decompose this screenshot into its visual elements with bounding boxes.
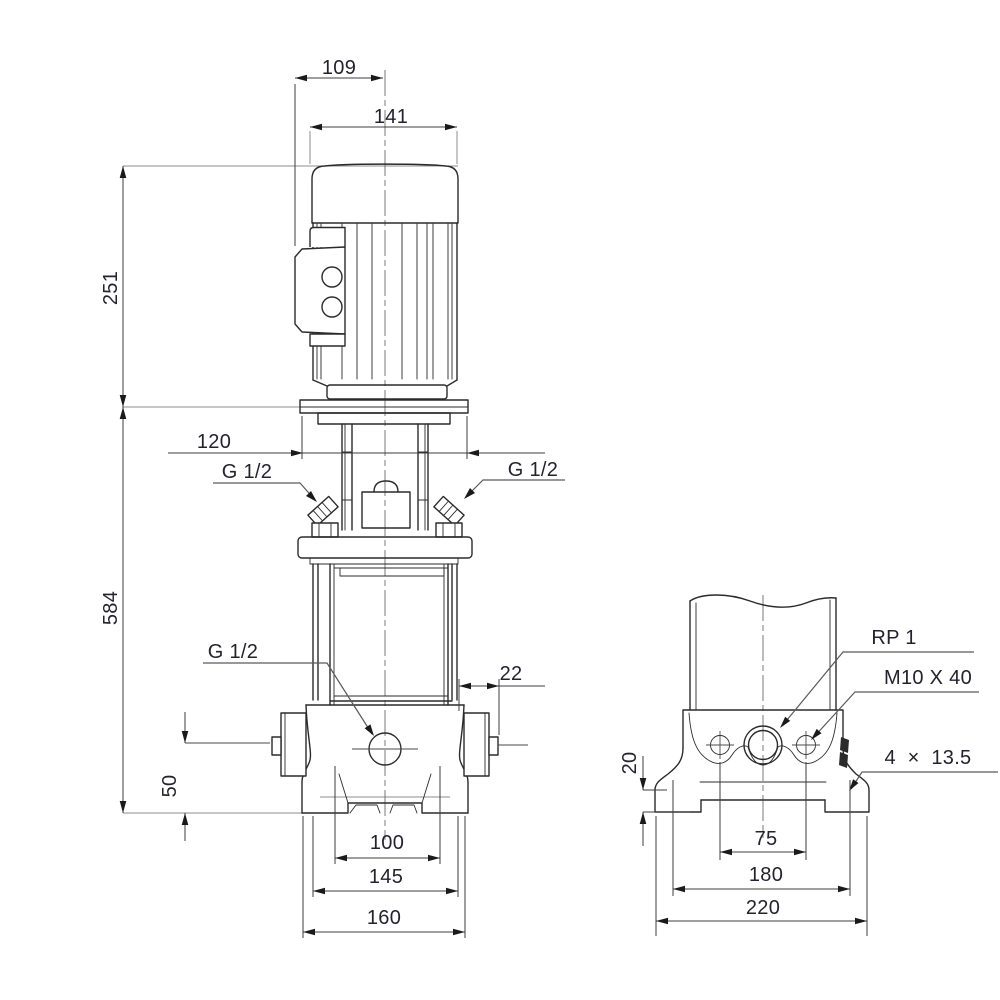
side-dimensions: RP 1 M10 X 40 4 × 13.5 20 75 xyxy=(619,627,998,936)
rp1-label: RP 1 xyxy=(871,627,916,649)
rib-tab xyxy=(839,737,849,768)
label-4x13-5: 4 × 13.5 xyxy=(849,747,998,791)
dim-180-label: 180 xyxy=(749,864,783,886)
dim-75: 75 xyxy=(719,762,807,860)
dim-141-label: 141 xyxy=(374,106,408,128)
dim-141: 141 xyxy=(310,106,457,131)
dim-50-label: 50 xyxy=(159,775,181,798)
side-base xyxy=(654,709,870,813)
vent-left-label: G 1/2 xyxy=(222,461,272,483)
dim-584-label: 584 xyxy=(100,591,122,625)
lantern-posts xyxy=(341,423,429,531)
dim-220: 220 xyxy=(655,816,868,936)
dim-50: 50 xyxy=(159,712,189,841)
dim-584: 584 xyxy=(100,407,127,813)
pump-base xyxy=(185,704,528,814)
dim-109: 109 xyxy=(294,57,383,246)
dim-22-label: 22 xyxy=(500,663,523,685)
break-line xyxy=(689,594,837,608)
terminal-box xyxy=(294,226,346,347)
side-column xyxy=(689,594,837,711)
dim-100-label: 100 xyxy=(370,832,404,854)
motor xyxy=(294,163,459,400)
casting-outline xyxy=(688,712,838,766)
dim-180: 180 xyxy=(672,780,851,896)
m10x40-label: M10 X 40 xyxy=(884,667,972,689)
label-drain: G 1/2 xyxy=(203,641,374,736)
label-vent-right: G 1/2 xyxy=(464,459,565,499)
dim-109-label: 109 xyxy=(322,57,356,79)
dim-20-label: 20 xyxy=(619,752,641,775)
front-dimensions: 109 141 251 584 120 xyxy=(100,57,565,938)
dim-220-label: 220 xyxy=(746,897,780,919)
dim-160-label: 160 xyxy=(367,907,401,929)
dim-145-label: 145 xyxy=(369,866,403,888)
vent-plug-left xyxy=(307,495,339,527)
cable-entry-hole xyxy=(321,266,343,288)
suction-port xyxy=(271,712,307,777)
pump-column xyxy=(312,563,458,706)
motor-stool xyxy=(297,399,473,565)
dim-120: 120 xyxy=(168,416,545,459)
staybolt-nuts xyxy=(311,522,463,538)
dim-100: 100 xyxy=(334,766,441,864)
dim-120-label: 120 xyxy=(197,431,231,453)
label-vent-left: G 1/2 xyxy=(213,461,317,502)
dim-251-label: 251 xyxy=(100,271,122,305)
dim-75-label: 75 xyxy=(755,828,778,850)
drain-label: G 1/2 xyxy=(208,641,258,663)
label-rp1: RP 1 xyxy=(780,627,974,728)
vent-plug-right xyxy=(433,495,465,527)
dim-145: 145 xyxy=(312,816,459,897)
label-m10x40: M10 X 40 xyxy=(811,667,979,740)
front-view: 109 141 251 584 120 xyxy=(100,57,565,938)
dim-22: 22 xyxy=(458,663,545,735)
foot-slot-label: 4 × 13.5 xyxy=(885,747,972,769)
cable-entry-hole xyxy=(321,296,343,318)
connection-boss-inner xyxy=(747,729,779,761)
side-view: RP 1 M10 X 40 4 × 13.5 20 75 xyxy=(619,594,998,936)
connection-boss-outer xyxy=(743,725,783,765)
construction-lines xyxy=(123,131,458,814)
dim-20: 20 xyxy=(619,752,690,846)
vent-right-label: G 1/2 xyxy=(508,459,558,481)
dim-251: 251 xyxy=(100,166,127,813)
motor-end-shield xyxy=(326,384,448,400)
fan-cover xyxy=(311,163,459,224)
coupling-guard xyxy=(361,480,411,529)
discharge-port xyxy=(463,712,499,777)
dim-160: 160 xyxy=(302,816,466,938)
